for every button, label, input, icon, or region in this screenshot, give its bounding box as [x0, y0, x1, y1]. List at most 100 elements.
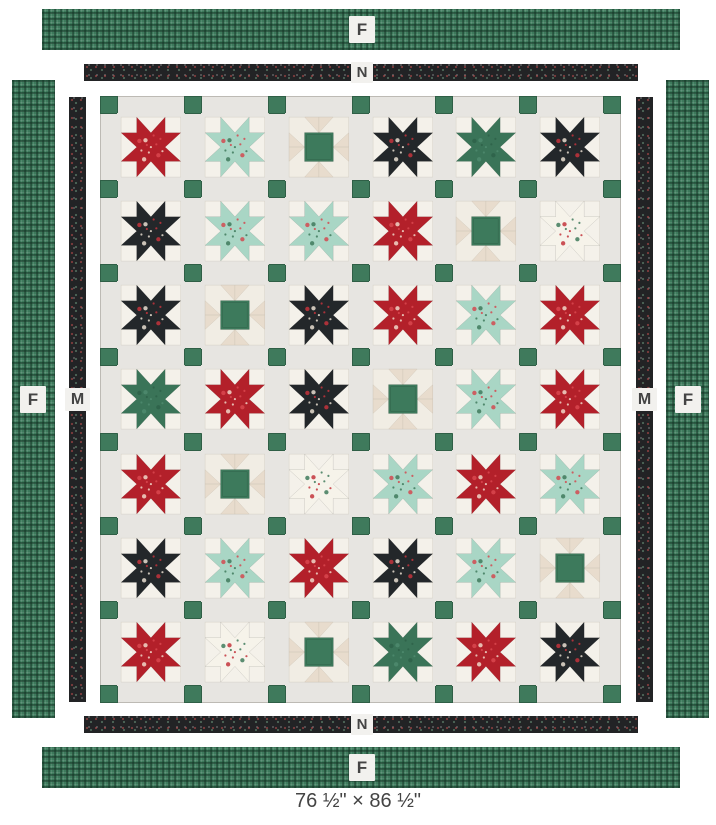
sashing-cornerstone: [269, 434, 285, 450]
sashing-cornerstone: [101, 434, 117, 450]
sashing-cornerstone: [604, 602, 620, 618]
sashing-cornerstone: [185, 434, 201, 450]
black-star-block: [369, 113, 437, 181]
sashing-cornerstone: [604, 181, 620, 197]
top-inner-label: N: [351, 62, 373, 83]
red-star-block: [285, 534, 353, 602]
sashing-cornerstone: [185, 265, 201, 281]
window-block: [536, 534, 604, 602]
sashing-cornerstone: [185, 686, 201, 702]
red-star-block: [117, 113, 185, 181]
sashing-cornerstone: [185, 97, 201, 113]
red-star-block: [369, 281, 437, 349]
sashing-cornerstone: [101, 602, 117, 618]
left-outer-label: F: [20, 386, 46, 413]
red-star-block: [117, 618, 185, 686]
sashing-cornerstone: [436, 265, 452, 281]
sashing-cornerstone: [604, 518, 620, 534]
quilt-dimensions: 76 ½" × 86 ½": [0, 790, 716, 813]
sashing-cornerstone: [520, 181, 536, 197]
quilt-center: [101, 97, 620, 702]
sashing-cornerstone: [269, 349, 285, 365]
black-star-block: [536, 618, 604, 686]
mint-star-block: [285, 197, 353, 265]
sashing-cornerstone: [353, 686, 369, 702]
sashing-cornerstone: [353, 349, 369, 365]
sashing-cornerstone: [185, 518, 201, 534]
sashing-cornerstone: [436, 602, 452, 618]
mint-star-block: [452, 281, 520, 349]
black-star-block: [117, 534, 185, 602]
sashing-cornerstone: [101, 97, 117, 113]
black-star-block: [536, 113, 604, 181]
red-star-block: [536, 365, 604, 433]
sashing-cornerstone: [353, 265, 369, 281]
right-outer-label: F: [675, 386, 701, 413]
sashing-cornerstone: [436, 686, 452, 702]
window-block: [201, 450, 269, 518]
sashing-cornerstone: [353, 181, 369, 197]
black-star-block: [285, 281, 353, 349]
sashing-cornerstone: [520, 349, 536, 365]
sashing-cornerstone: [269, 97, 285, 113]
sashing-cornerstone: [520, 602, 536, 618]
green-star-block: [369, 618, 437, 686]
left-inner-label: M: [65, 388, 90, 411]
black-star-block: [285, 365, 353, 433]
black-star-block: [117, 281, 185, 349]
right-inner-label: M: [632, 388, 657, 411]
mint-star-block: [201, 534, 269, 602]
sashing-cornerstone: [436, 97, 452, 113]
sashing-cornerstone: [353, 434, 369, 450]
sashing-cornerstone: [101, 518, 117, 534]
window-block: [452, 197, 520, 265]
cream-star-block: [536, 197, 604, 265]
sashing-cornerstone: [604, 686, 620, 702]
black-star-block: [369, 534, 437, 602]
bottom-inner-label: N: [351, 714, 373, 735]
red-star-block: [452, 450, 520, 518]
window-block: [285, 618, 353, 686]
sashing-cornerstone: [269, 265, 285, 281]
sashing-cornerstone: [520, 265, 536, 281]
sashing-cornerstone: [604, 349, 620, 365]
red-star-block: [452, 618, 520, 686]
sashing-cornerstone: [436, 434, 452, 450]
mint-star-block: [369, 450, 437, 518]
sashing-cornerstone: [353, 602, 369, 618]
sashing-cornerstone: [185, 349, 201, 365]
red-star-block: [117, 450, 185, 518]
window-block: [285, 113, 353, 181]
mint-star-block: [201, 197, 269, 265]
sashing-cornerstone: [436, 349, 452, 365]
mint-star-block: [452, 534, 520, 602]
sashing-cornerstone: [101, 181, 117, 197]
sashing-cornerstone: [436, 181, 452, 197]
sashing-cornerstone: [604, 265, 620, 281]
sashing-cornerstone: [101, 686, 117, 702]
sashing-cornerstone: [604, 97, 620, 113]
green-star-block: [117, 365, 185, 433]
sashing-cornerstone: [520, 518, 536, 534]
sashing-cornerstone: [269, 181, 285, 197]
sashing-cornerstone: [269, 602, 285, 618]
sashing-cornerstone: [269, 686, 285, 702]
sashing-cornerstone: [185, 602, 201, 618]
sashing-cornerstone: [520, 686, 536, 702]
mint-star-block: [452, 365, 520, 433]
bottom-outer-label: F: [349, 754, 375, 781]
red-star-block: [201, 365, 269, 433]
window-block: [369, 365, 437, 433]
sashing-cornerstone: [520, 97, 536, 113]
green-star-block: [452, 113, 520, 181]
sashing-cornerstone: [101, 349, 117, 365]
cream-star-block: [201, 618, 269, 686]
sashing-cornerstone: [604, 434, 620, 450]
mint-star-block: [201, 113, 269, 181]
sashing-cornerstone: [436, 518, 452, 534]
sashing-cornerstone: [353, 97, 369, 113]
mint-star-block: [536, 450, 604, 518]
red-star-block: [369, 197, 437, 265]
sashing-cornerstone: [353, 518, 369, 534]
window-block: [201, 281, 269, 349]
